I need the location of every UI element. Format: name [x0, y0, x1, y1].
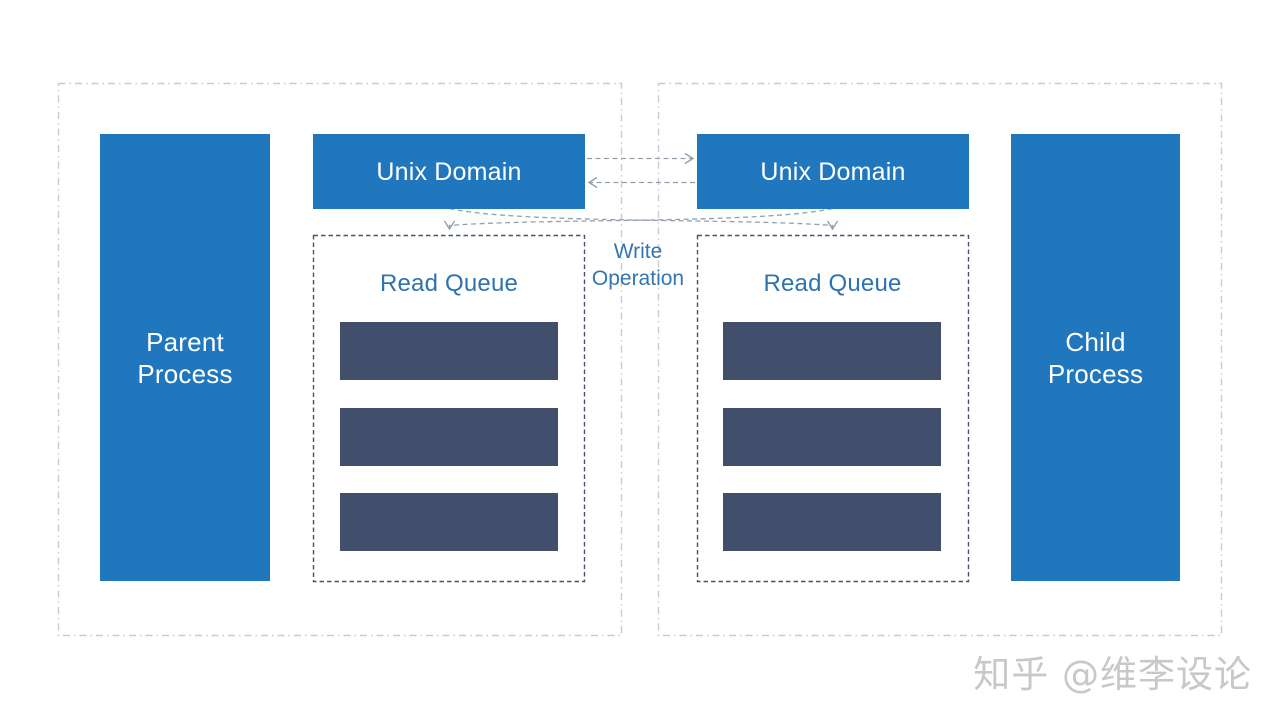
queue-item-bar [340, 493, 558, 551]
write-operation-label-line1: Write [613, 240, 663, 263]
child-process-box: Child Process [1011, 134, 1180, 581]
child-process-label-line2: Process [1047, 358, 1144, 389]
queue-item-bar [723, 322, 941, 380]
queue-item-bar [340, 322, 558, 380]
queue-item-bar [340, 408, 558, 466]
queue-item-bar [723, 493, 941, 551]
read-queue-left-label: Read Queue [379, 270, 519, 297]
child-process-label-line1: Child [1065, 326, 1126, 357]
write-operation-label: Write Operation [562, 238, 714, 292]
arrow-right-socket-to-left-queue [443, 207, 833, 231]
watermark-text: 知乎 @维李设论 [973, 653, 1252, 696]
parent-process-label-line2: Process [137, 358, 233, 389]
parent-group-container [57, 82, 623, 637]
write-operation-label-line2: Operation [591, 267, 685, 290]
unix-domain-right-label: Unix Domain [760, 157, 906, 186]
parent-process-box: Parent Process [100, 134, 270, 581]
unix-domain-left-label: Unix Domain [376, 157, 522, 186]
unix-domain-left-box: Unix Domain [313, 134, 585, 209]
child-group-container [657, 82, 1223, 637]
unix-domain-right-box: Unix Domain [697, 134, 969, 209]
read-queue-left-box [312, 234, 586, 583]
read-queue-right-label: Read Queue [763, 270, 902, 297]
arrow-left-socket-to-right-queue [449, 207, 839, 231]
queue-item-bar [723, 408, 941, 466]
parent-process-label-line1: Parent [146, 326, 224, 357]
read-queue-right-box [696, 234, 970, 583]
